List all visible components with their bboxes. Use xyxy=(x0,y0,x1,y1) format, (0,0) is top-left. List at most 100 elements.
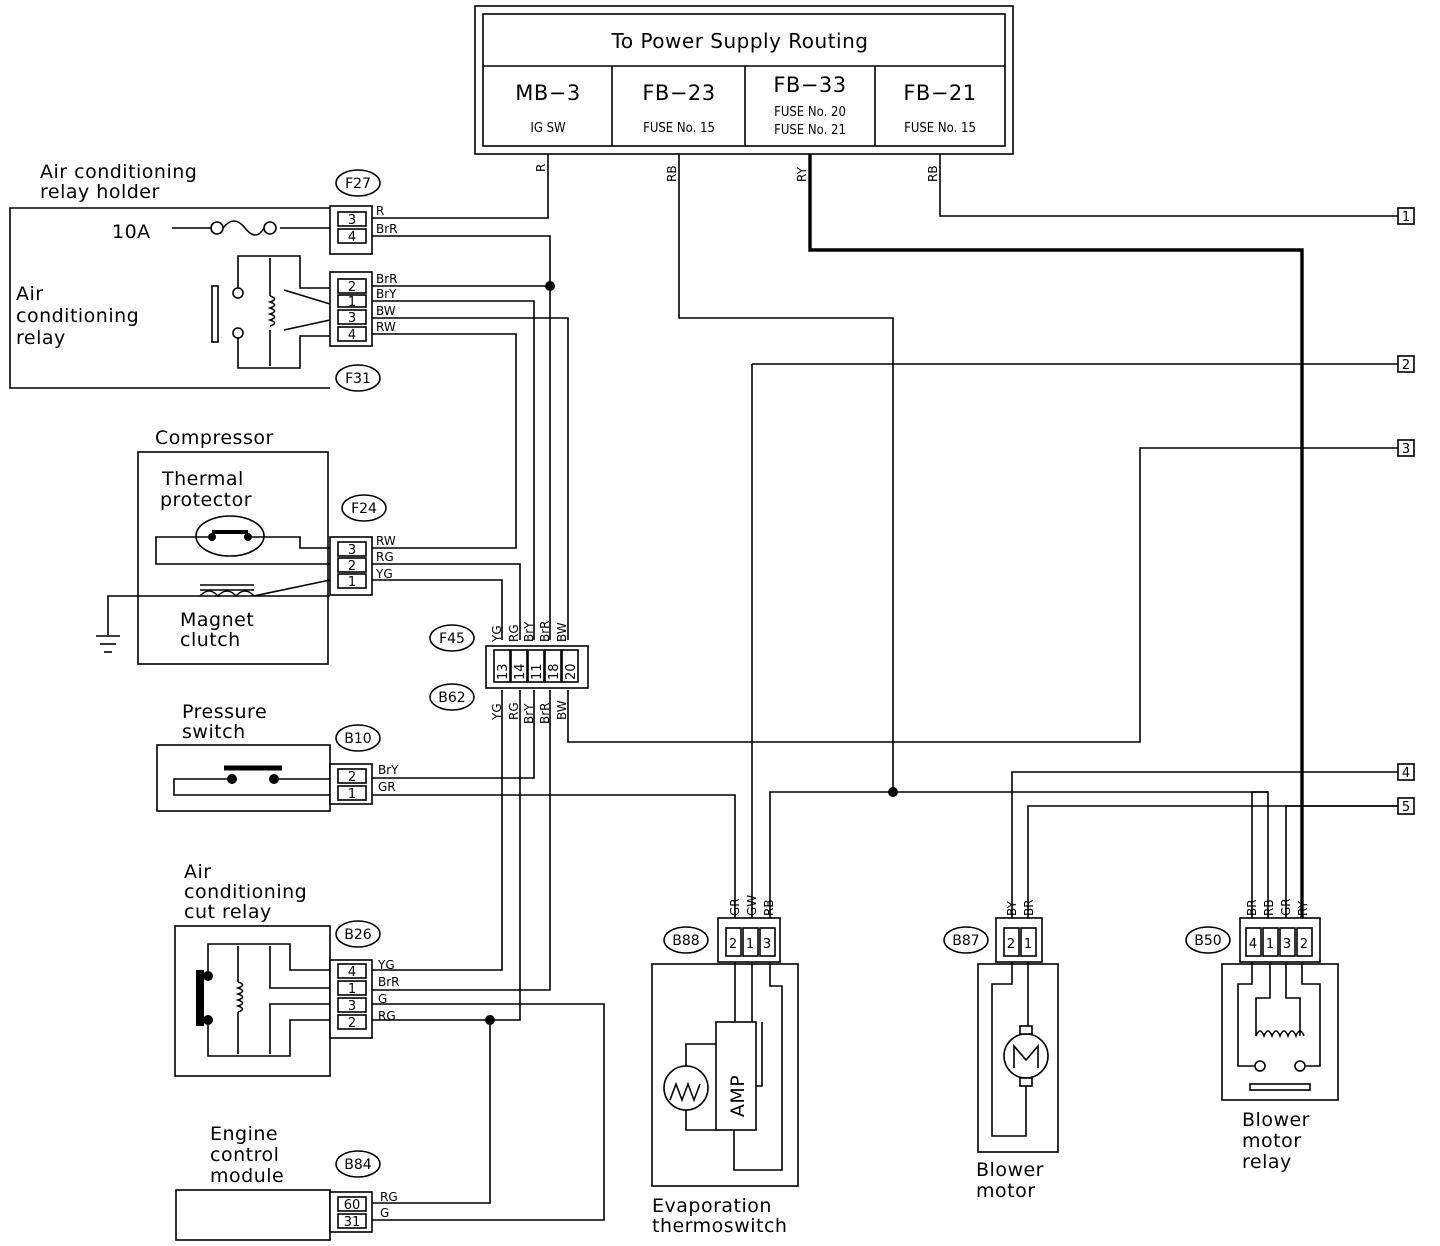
thermal-protector-label-2: protector xyxy=(160,489,252,511)
ecm-label-2: control xyxy=(210,1144,279,1166)
wire-color-ry: RY xyxy=(795,166,809,182)
f24-pin-2: 2 xyxy=(348,559,356,574)
magnet-clutch-label-1: Magnet xyxy=(180,609,254,631)
f24-wire-rg: RG xyxy=(376,550,394,564)
b26-pin-3: 3 xyxy=(348,999,356,1014)
connector-f45-b62: F45 B62 13 14 11 18 20 YG RG BrY BrR BW … xyxy=(429,620,589,724)
b26-wire-yg: YG xyxy=(377,958,395,972)
ac-relay-label-1: Air xyxy=(16,283,44,305)
f31-wire-bry: BrY xyxy=(376,287,397,301)
ac-relay-holder-label-1: Air conditioning xyxy=(40,161,197,183)
b26-wire-brr: BrR xyxy=(378,975,400,989)
b50-wire-ry: RY xyxy=(1296,900,1310,916)
reference-markers: 1 2 3 4 5 xyxy=(1397,207,1415,815)
wires xyxy=(96,154,1398,1221)
cell-fb21-sub: FUSE No. 15 xyxy=(904,121,976,136)
b50-pin-4: 4 xyxy=(1249,937,1257,952)
b88-pin-3: 3 xyxy=(763,937,771,952)
junction-dots xyxy=(485,281,898,1025)
junction-gr xyxy=(888,787,898,797)
b84-pin-31: 31 xyxy=(344,1215,361,1230)
b88-wire-gr: GR xyxy=(728,898,742,916)
f31-wire-brr: BrR xyxy=(376,272,398,286)
b88-pin-1: 1 xyxy=(746,937,754,952)
f31-pin-4: 4 xyxy=(348,328,356,343)
connector-b88-id: B88 xyxy=(672,933,699,949)
f31-wire-rw: RW xyxy=(376,320,396,334)
blower-motor-label-1: Blower xyxy=(976,1159,1044,1181)
f31-pin-3: 3 xyxy=(348,311,356,326)
cell-fb21-code: FB−21 xyxy=(903,81,976,105)
cell-fb33-code: FB−33 xyxy=(773,73,846,97)
b50-wire-br: BR xyxy=(1245,899,1259,916)
f27-pin-3: 3 xyxy=(348,213,356,228)
magnet-clutch-label-2: clutch xyxy=(180,629,241,651)
b87-wire-br: BR xyxy=(1022,899,1036,916)
cell-mb3-code: MB−3 xyxy=(515,81,580,105)
b50-pin-2: 2 xyxy=(1300,937,1308,952)
f45-wire-rg: RG xyxy=(507,624,521,642)
f31-pin-2: 2 xyxy=(348,280,356,295)
blower-motor-label-2: motor xyxy=(976,1180,1036,1202)
f24-pin-3: 3 xyxy=(348,543,356,558)
f27-wire-r: R xyxy=(376,204,384,218)
b87-pin-2: 2 xyxy=(1007,937,1015,952)
b88-wire-rb: RB xyxy=(762,899,776,916)
pressure-switch: Pressure switch B10 2 1 BrY GR xyxy=(156,701,399,812)
connector-f24: F24 3 2 1 RW RG YG xyxy=(329,494,396,596)
ac-relay-label-3: relay xyxy=(16,327,66,349)
f45-pin-13: 13 xyxy=(496,663,511,680)
connector-b62-id: B62 xyxy=(438,690,465,706)
thermal-protector-icon xyxy=(155,515,330,565)
pressure-switch-label-1: Pressure xyxy=(182,701,267,723)
compressor: Compressor Thermal protector Magnet clut… xyxy=(137,427,396,665)
ac-relay-label-2: conditioning xyxy=(16,305,139,327)
b26-pin-4: 4 xyxy=(348,965,356,980)
blower-relay-label-1: Blower xyxy=(1242,1109,1310,1131)
b87-pin-1: 1 xyxy=(1024,937,1032,952)
ref-marker-4: 4 xyxy=(1402,766,1410,781)
ac-cut-relay-label-1: Air xyxy=(184,861,212,883)
b88-wire-gw: GW xyxy=(745,895,759,916)
ecm-label-3: module xyxy=(210,1165,284,1187)
b62-wire-bry: BrY xyxy=(522,703,536,724)
b10-pin-2: 2 xyxy=(348,770,356,785)
cell-fb23-code: FB−23 xyxy=(642,81,715,105)
pressure-switch-label-2: switch xyxy=(182,721,246,743)
f45-wire-brr: BrR xyxy=(538,620,552,642)
thermal-protector-label-1: Thermal xyxy=(161,468,244,490)
f31-pin-1: 1 xyxy=(348,295,356,310)
f45-pin-18: 18 xyxy=(547,663,562,680)
b10-wire-gr: GR xyxy=(378,780,396,794)
connector-b87-id: B87 xyxy=(952,933,979,949)
b84-pin-60: 60 xyxy=(344,1198,361,1213)
evaporation-thermoswitch: B88 2 1 3 GR GW RB AMP Evaporation therm… xyxy=(651,895,799,1237)
b50-wire-gr: GR xyxy=(1279,898,1293,916)
connector-f31: 2 1 3 4 BrR BrY BW RW F31 xyxy=(329,271,398,392)
compressor-label: Compressor xyxy=(155,427,274,449)
connector-f27-id: F27 xyxy=(345,176,371,192)
evap-label-1: Evaporation xyxy=(652,1195,772,1217)
amp-label: AMP xyxy=(727,1075,749,1117)
f27-pin-4: 4 xyxy=(348,230,356,245)
f31-wire-bw: BW xyxy=(376,304,396,318)
b26-pin-2: 2 xyxy=(348,1016,356,1031)
connector-b26-id: B26 xyxy=(344,927,372,943)
b87-wire-by: BY xyxy=(1005,900,1019,916)
b26-wire-rg: RG xyxy=(378,1009,396,1023)
motor-icon xyxy=(1003,1025,1049,1087)
b50-wire-rb: RB xyxy=(1262,899,1276,916)
connector-f27: F27 3 4 R BrR xyxy=(329,169,398,255)
f45-wire-bry: BrY xyxy=(522,621,536,642)
connector-f45-id: F45 xyxy=(439,631,465,647)
fuse-rating: 10A xyxy=(112,221,151,243)
ecm-label-1: Engine xyxy=(210,1123,278,1145)
fuse-icon xyxy=(210,220,277,236)
cell-fb23-sub: FUSE No. 15 xyxy=(643,121,715,136)
f27-wire-brr: BrR xyxy=(376,222,398,236)
thermistor-icon xyxy=(663,1043,716,1131)
f45-wire-bw: BW xyxy=(555,622,569,642)
ref-marker-1: 1 xyxy=(1402,210,1410,225)
power-supply-title: To Power Supply Routing xyxy=(611,29,869,53)
